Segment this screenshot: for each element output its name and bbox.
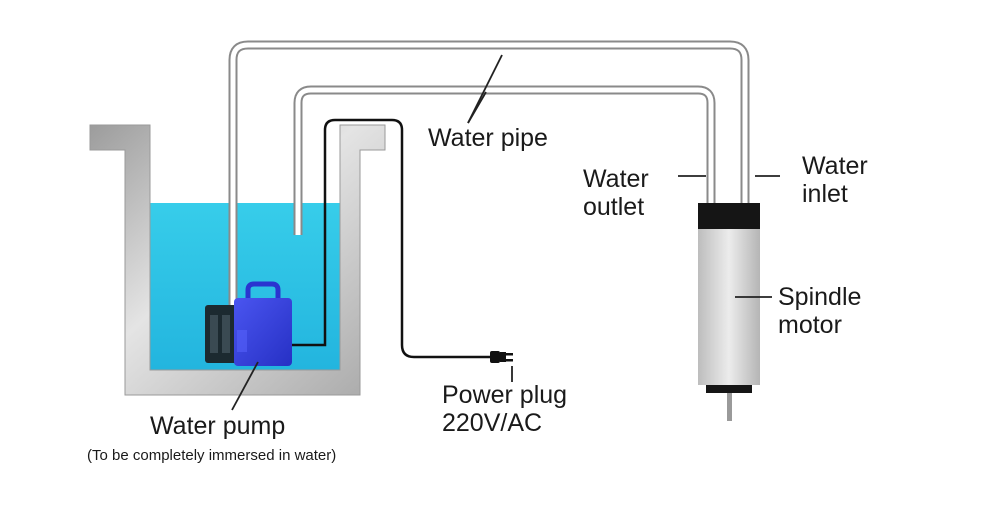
- water-tank: [89, 124, 386, 396]
- power-plug-label: Power plug: [442, 381, 568, 409]
- power-plug-icon: [490, 351, 513, 363]
- water-inlet-label: Water inlet: [802, 152, 868, 208]
- water-pump-label: Water pump: [150, 412, 286, 440]
- water-outlet-label: Water outlet: [583, 165, 649, 221]
- pump-note-label: (To be completely immersed in water): [87, 447, 337, 464]
- power-rating-label: 220V/AC: [442, 409, 543, 437]
- spindle-motor-label: Spindle motor: [778, 283, 862, 339]
- power-cable: [292, 118, 492, 359]
- water-pump-icon: [205, 281, 292, 366]
- leader-lines: [231, 54, 780, 411]
- water-pipe-label: Water pipe: [428, 124, 548, 152]
- spindle-motor-icon: [698, 203, 760, 421]
